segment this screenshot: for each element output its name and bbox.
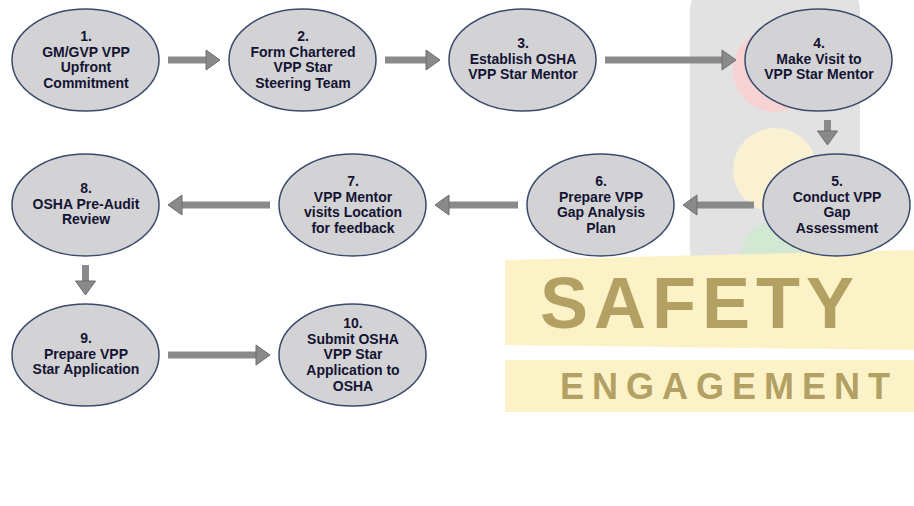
flow-arrow xyxy=(168,195,270,215)
step-number: 5. xyxy=(781,174,893,190)
step-label: Submit OSHA VPP Star Application to OSHA xyxy=(297,332,409,395)
node-text: 7.VPP Mentor visits Location for feedbac… xyxy=(297,174,409,237)
step-number: 10. xyxy=(297,316,409,332)
step-label: Make Visit to VPP Star Mentor xyxy=(763,52,875,83)
step-number: 3. xyxy=(467,36,579,52)
step-label: Prepare VPP Gap Analysis Plan xyxy=(545,190,657,237)
watermark-text: ENGAGEMENT xyxy=(560,366,898,408)
step-number: 6. xyxy=(545,174,657,190)
node-text: 3.Establish OSHA VPP Star Mentor xyxy=(467,36,579,83)
process-ellipse: 1.GM/GVP VPP Upfront Commitment xyxy=(11,8,160,112)
process-ellipse: 5.Conduct VPP Gap Assessment xyxy=(762,153,911,257)
flow-arrow xyxy=(818,120,838,145)
node-text: 1.GM/GVP VPP Upfront Commitment xyxy=(30,29,142,92)
node-text: 10.Submit OSHA VPP Star Application to O… xyxy=(297,316,409,394)
process-ellipse: 4.Make Visit to VPP Star Mentor xyxy=(744,8,893,112)
flow-arrow xyxy=(435,195,518,215)
step-label: VPP Mentor visits Location for feedback xyxy=(297,190,409,237)
node-text: 5.Conduct VPP Gap Assessment xyxy=(781,174,893,237)
step-number: 2. xyxy=(247,29,359,45)
step-label: Establish OSHA VPP Star Mentor xyxy=(467,52,579,83)
process-ellipse: 8.OSHA Pre-Audit Review xyxy=(11,153,160,257)
flow-arrow xyxy=(385,50,440,70)
flow-arrow xyxy=(168,50,220,70)
step-number: 4. xyxy=(763,36,875,52)
step-number: 1. xyxy=(30,29,142,45)
step-label: Prepare VPP Star Application xyxy=(30,347,142,378)
step-label: OSHA Pre-Audit Review xyxy=(30,197,142,228)
node-text: 9.Prepare VPP Star Application xyxy=(30,331,142,378)
node-text: 6.Prepare VPP Gap Analysis Plan xyxy=(545,174,657,237)
flow-arrow xyxy=(76,265,96,295)
step-label: Conduct VPP Gap Assessment xyxy=(781,190,893,237)
flow-arrow xyxy=(605,50,736,70)
watermark-text: SAFETY xyxy=(540,262,860,344)
node-text: 8.OSHA Pre-Audit Review xyxy=(30,181,142,228)
process-ellipse: 6.Prepare VPP Gap Analysis Plan xyxy=(526,153,675,257)
step-number: 8. xyxy=(30,181,142,197)
process-ellipse: 10.Submit OSHA VPP Star Application to O… xyxy=(278,303,427,407)
process-ellipse: 2.Form Chartered VPP Star Steering Team xyxy=(228,8,377,112)
flow-arrow xyxy=(683,195,754,215)
process-ellipse: 3.Establish OSHA VPP Star Mentor xyxy=(448,8,597,112)
step-label: GM/GVP VPP Upfront Commitment xyxy=(30,45,142,92)
step-number: 7. xyxy=(297,174,409,190)
process-ellipse: 9.Prepare VPP Star Application xyxy=(11,303,160,407)
process-ellipse: 7.VPP Mentor visits Location for feedbac… xyxy=(278,153,427,257)
node-text: 2.Form Chartered VPP Star Steering Team xyxy=(247,29,359,92)
flow-arrow xyxy=(168,345,270,365)
step-number: 9. xyxy=(30,331,142,347)
step-label: Form Chartered VPP Star Steering Team xyxy=(247,45,359,92)
node-text: 4.Make Visit to VPP Star Mentor xyxy=(763,36,875,83)
